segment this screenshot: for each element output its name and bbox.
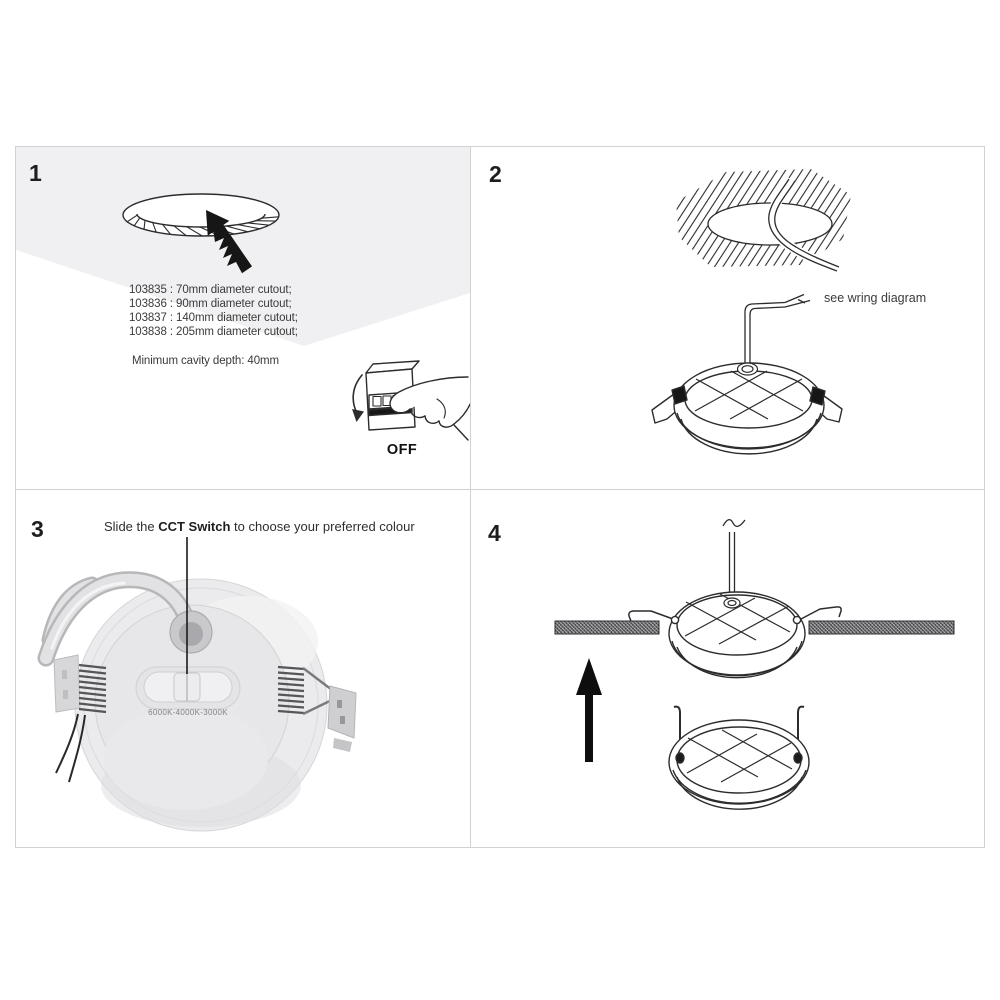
- step-number: 4: [488, 520, 501, 546]
- cct-instruction-bold: CCT Switch: [158, 519, 231, 534]
- cct-switch: [135, 666, 241, 710]
- clip-pad-left: [671, 385, 688, 405]
- vertical-divider: [470, 147, 471, 847]
- spring-clip-right: [277, 665, 357, 752]
- ceiling-hatch-area: [676, 169, 851, 274]
- cct-instruction: Slide the CCT Switch to choose your pref…: [104, 519, 415, 534]
- step-1-panel: 1 103835 : 70mm diameter cutout; 103836 …: [16, 147, 470, 489]
- off-curved-arrow-icon: [352, 374, 364, 422]
- cutout-hole: [122, 193, 280, 237]
- diffuser-cross-pattern: [694, 370, 804, 420]
- wiring-diagram-note: see wring diagram: [824, 291, 927, 305]
- saw-arrow-icon: [206, 210, 252, 274]
- step-2-panel: 2 see wring diagram: [471, 147, 986, 489]
- cutout-line: 103835 : 70mm diameter cutout;: [129, 284, 292, 296]
- cct-switch-photo: [37, 537, 357, 832]
- hand-icon: [389, 376, 470, 441]
- diffuser-cross-pattern: [686, 729, 793, 783]
- up-arrow-icon: [576, 658, 602, 762]
- downlight-top-view: [651, 362, 843, 455]
- ceiling-cutout-illustration: [16, 147, 470, 441]
- mains-cable: [766, 177, 840, 274]
- installation-illustration: [554, 519, 955, 810]
- cct-range-label: 6000K-4000K-3000K: [148, 708, 228, 717]
- spring-clip-wires: [673, 705, 805, 758]
- wiring-illustration: [651, 169, 851, 455]
- spring-arm-right: [800, 606, 842, 620]
- step-number: 1: [29, 160, 42, 186]
- supply-wire: [722, 519, 746, 598]
- cutout-line: 103838 : 205mm diameter cutout;: [129, 326, 298, 338]
- connection-wire: [744, 293, 811, 366]
- cavity-depth-note: Minimum cavity depth: 40mm: [132, 355, 279, 367]
- power-cable: [37, 571, 199, 667]
- cct-instruction-post: to choose your preferred colour: [230, 519, 415, 534]
- downlight-installed: [628, 591, 842, 679]
- ceiling-plane-shade: [16, 147, 470, 346]
- spring-arm-left: [628, 610, 674, 622]
- horizontal-divider: [16, 489, 984, 490]
- step-3-panel: 3 Slide the CCT Switch to choose your pr…: [16, 490, 470, 847]
- ceiling-section: [554, 620, 955, 635]
- clip-pad-right: [809, 386, 826, 406]
- step-grid: 1 103835 : 70mm diameter cutout; 103836 …: [15, 146, 985, 848]
- cable-gland: [169, 610, 213, 654]
- step-4-panel: 4: [471, 490, 986, 847]
- cutout-size-list: 103835 : 70mm diameter cutout; 103836 : …: [129, 283, 298, 339]
- cutout-line: 103837 : 140mm diameter cutout;: [129, 312, 298, 324]
- switch-off-label: OFF: [386, 442, 418, 458]
- spring-clip-left: [53, 654, 107, 783]
- step-number: 2: [489, 161, 502, 187]
- cct-instruction-pre: Slide the: [104, 519, 159, 534]
- cable-gland: [736, 362, 759, 376]
- downlight-back-photo: [37, 571, 357, 832]
- downlight-before-insert: [668, 705, 810, 810]
- power-switch-off-illustration: [352, 360, 470, 441]
- loose-wires: [55, 713, 86, 783]
- cutout-line: 103836 : 90mm diameter cutout;: [129, 298, 292, 310]
- step-number: 3: [31, 516, 44, 542]
- cable-gland: [723, 597, 741, 609]
